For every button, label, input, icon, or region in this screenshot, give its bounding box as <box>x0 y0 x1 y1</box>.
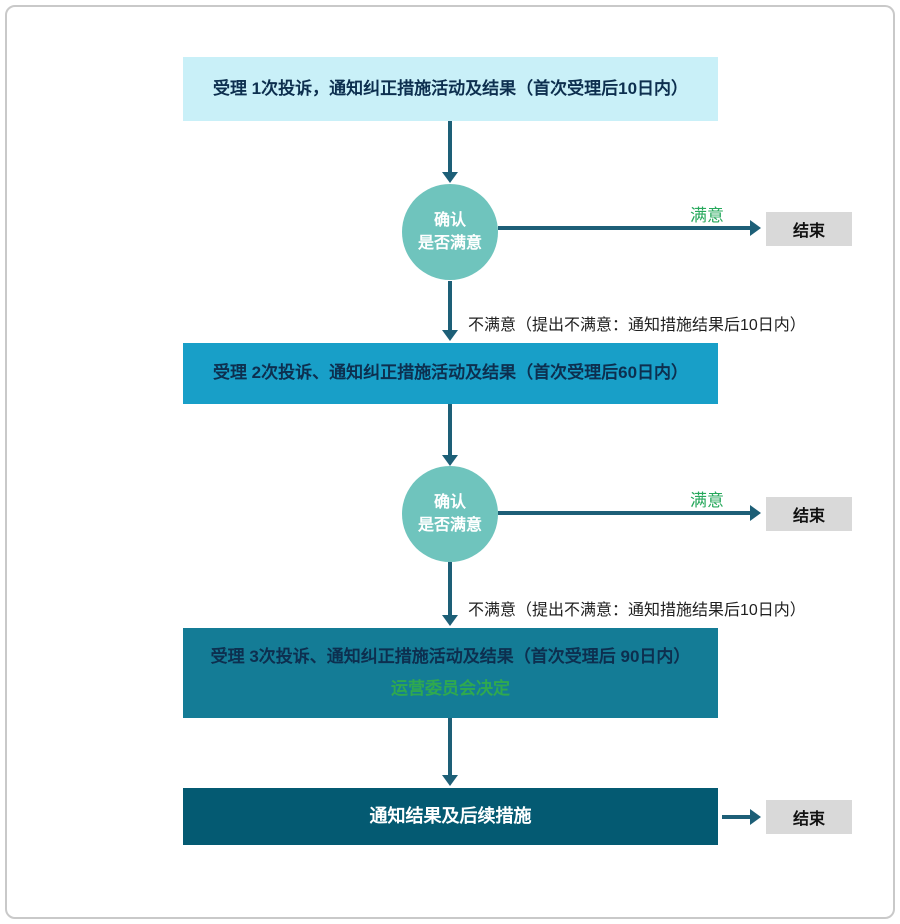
arrow-step2-to-decision2 <box>448 404 452 455</box>
step3-sublabel: 运营委员会决定 <box>391 679 510 698</box>
end-node-3: 结束 <box>766 800 852 834</box>
decision2-circle: 确认 是否满意 <box>402 466 498 562</box>
step1-label: 受理 1次投诉，通知纠正措施活动及结果（首次受理后10日内） <box>212 78 689 98</box>
arrow-step1-to-decision1 <box>448 121 452 172</box>
satisfied-label-1: 满意 <box>690 206 724 225</box>
end-node-2: 结束 <box>766 497 852 531</box>
unsatisfied-label-2: 不满意（提出不满意：通知措施结果后10日内） <box>468 602 806 619</box>
step3-node: 受理 3次投诉、通知纠正措施活动及结果（首次受理后 90日内） 运营委员会决定 <box>183 628 718 718</box>
arrow-decision1-to-step2 <box>448 281 452 330</box>
end-node-1: 结束 <box>766 212 852 246</box>
step4-label: 通知结果及后续措施 <box>369 805 532 826</box>
arrow-step3-to-step4 <box>448 718 452 775</box>
step1-node: 受理 1次投诉，通知纠正措施活动及结果（首次受理后10日内） <box>183 57 718 121</box>
arrow-step4-to-end3 <box>722 815 750 819</box>
satisfied-label-2: 满意 <box>690 491 724 510</box>
decision1-circle: 确认 是否满意 <box>402 184 498 280</box>
arrow-decision2-to-step3 <box>448 562 452 615</box>
step2-node: 受理 2次投诉、通知纠正措施活动及结果（首次受理后60日内） <box>183 343 718 404</box>
step3-label: 受理 3次投诉、通知纠正措施活动及结果（首次受理后 90日内） <box>210 646 691 666</box>
decision2-line1: 确认 <box>433 493 466 511</box>
decision1-line2: 是否满意 <box>417 235 482 252</box>
arrow-decision2-to-end2 <box>498 511 750 515</box>
unsatisfied-label-1: 不满意（提出不满意：通知措施结果后10日内） <box>468 317 806 334</box>
step4-node: 通知结果及后续措施 <box>183 788 718 845</box>
decision1-line1: 确认 <box>433 211 466 229</box>
decision2-line2: 是否满意 <box>417 517 482 534</box>
arrow-decision1-to-end1 <box>498 226 750 230</box>
step2-label: 受理 2次投诉、通知纠正措施活动及结果（首次受理后60日内） <box>212 363 689 383</box>
